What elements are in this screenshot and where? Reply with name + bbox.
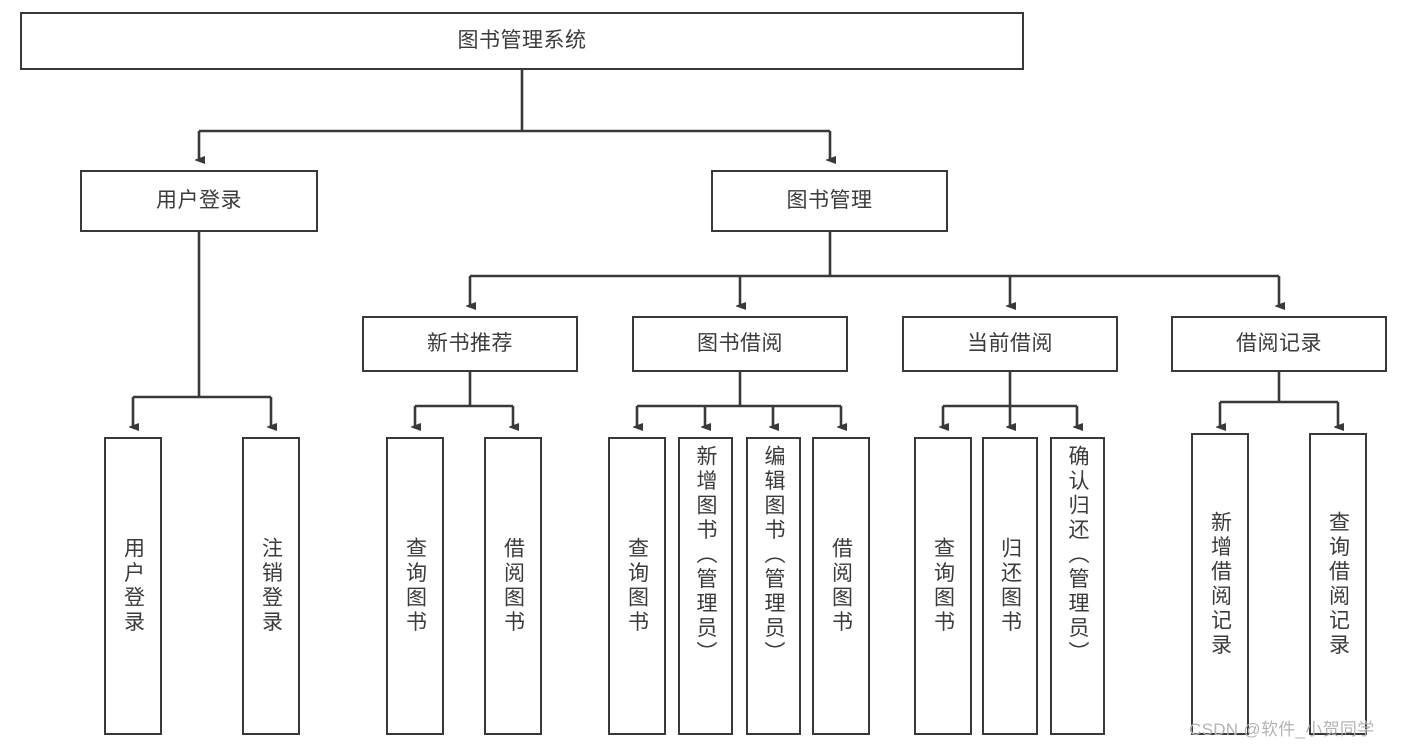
- node-borrow-record-label: 借阅记录: [1236, 331, 1322, 355]
- node-leaf-borrow-book-1[interactable]: 借阅图书: [484, 437, 542, 735]
- node-leaf-query-book-2-label: 查询图书: [625, 537, 649, 635]
- node-leaf-user-logout[interactable]: 注销登录: [242, 437, 300, 735]
- node-root-label: 图书管理系统: [457, 28, 587, 52]
- node-current-borrow[interactable]: 当前借阅: [902, 316, 1118, 372]
- node-leaf-user-login[interactable]: 用户登录: [104, 437, 162, 735]
- csdn-watermark: CSDN @软件_小贺同学: [1189, 720, 1375, 739]
- node-leaf-return-book[interactable]: 归还图书: [982, 437, 1038, 735]
- node-leaf-edit-book[interactable]: 编辑图书（管理员）: [746, 437, 801, 735]
- node-new-book-recommend-label: 新书推荐: [427, 331, 513, 355]
- node-leaf-return-book-label: 归还图书: [998, 537, 1022, 635]
- node-leaf-confirm-return-label: 确认归还（管理员）: [1066, 445, 1089, 666]
- node-leaf-borrow-book-1-label: 借阅图书: [501, 537, 525, 635]
- node-leaf-query-record-label: 查询借阅记录: [1326, 510, 1350, 658]
- node-leaf-user-login-label: 用户登录: [121, 537, 145, 635]
- node-root[interactable]: 图书管理系统: [20, 12, 1024, 70]
- node-book-management-label: 图书管理: [786, 188, 873, 212]
- node-leaf-borrow-book-2-label: 借阅图书: [829, 537, 853, 635]
- node-book-management[interactable]: 图书管理: [711, 170, 948, 232]
- node-leaf-edit-book-label: 编辑图书（管理员）: [762, 445, 785, 666]
- node-user-login-label: 用户登录: [156, 188, 242, 212]
- node-leaf-user-logout-label: 注销登录: [259, 537, 283, 635]
- node-borrow-record[interactable]: 借阅记录: [1171, 316, 1387, 372]
- node-leaf-query-book-3[interactable]: 查询图书: [914, 437, 972, 735]
- node-leaf-query-book-2[interactable]: 查询图书: [608, 437, 666, 735]
- node-leaf-query-book-1[interactable]: 查询图书: [386, 437, 444, 735]
- node-book-borrow[interactable]: 图书借阅: [632, 316, 848, 372]
- node-leaf-query-book-1-label: 查询图书: [403, 537, 427, 635]
- node-leaf-confirm-return[interactable]: 确认归还（管理员）: [1050, 437, 1105, 735]
- node-user-login[interactable]: 用户登录: [80, 170, 318, 232]
- node-book-borrow-label: 图书借阅: [697, 331, 783, 355]
- node-leaf-add-record-label: 新增借阅记录: [1208, 510, 1232, 658]
- node-leaf-add-book[interactable]: 新增图书（管理员）: [678, 437, 733, 735]
- node-leaf-add-book-label: 新增图书（管理员）: [694, 445, 717, 666]
- node-leaf-query-record[interactable]: 查询借阅记录: [1309, 433, 1367, 735]
- node-leaf-query-book-3-label: 查询图书: [931, 537, 955, 635]
- node-new-book-recommend[interactable]: 新书推荐: [362, 316, 578, 372]
- node-current-borrow-label: 当前借阅: [967, 331, 1053, 355]
- node-leaf-borrow-book-2[interactable]: 借阅图书: [812, 437, 870, 735]
- node-leaf-add-record[interactable]: 新增借阅记录: [1191, 433, 1249, 735]
